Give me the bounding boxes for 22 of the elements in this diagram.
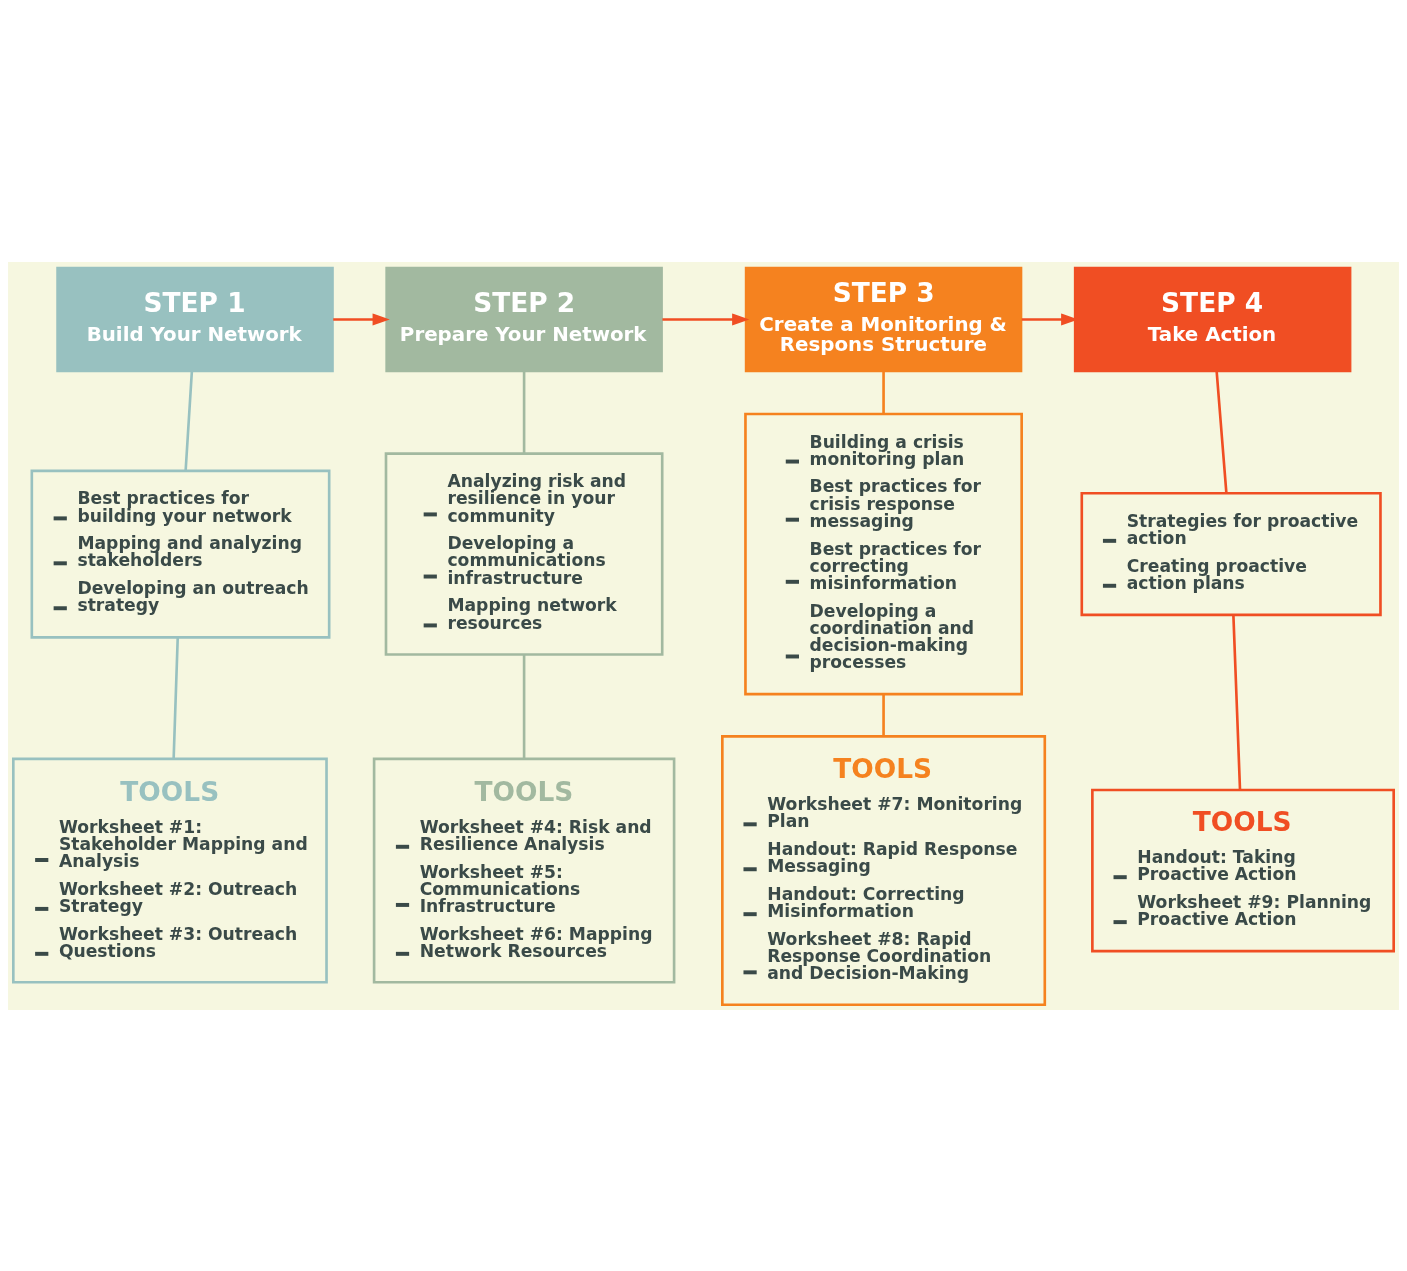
connector bbox=[882, 693, 885, 736]
node-box: Best practices for building your network Mapping and analyzing stakeholders Developing an outreach strategy bbox=[30, 469, 331, 639]
connector bbox=[184, 371, 194, 471]
node-box: STEP 3 Create a Monitoring & Respons Structure bbox=[744, 266, 1023, 372]
arrow bbox=[662, 312, 750, 325]
node-box: TOOLS Handout: Taking Proactive Action Worksheet #9: Planning Proactive Action bbox=[1091, 788, 1395, 952]
node-box: STEP 2 Prepare Your Network bbox=[385, 266, 663, 372]
connector bbox=[522, 654, 526, 759]
connector bbox=[882, 371, 885, 414]
node-box: Strategies for proactive action Creating proactive action plans bbox=[1080, 491, 1382, 616]
connector bbox=[172, 636, 180, 759]
node-box: STEP 4 Take Action bbox=[1073, 266, 1352, 372]
node-box: STEP 1 Build Your Network bbox=[56, 266, 334, 372]
node-box: Analyzing risk and resilience in your community Developing a communications infrastructure Mapping network resources bbox=[384, 451, 664, 656]
connector bbox=[1215, 371, 1228, 493]
connector bbox=[522, 371, 526, 453]
connector bbox=[1232, 614, 1242, 790]
node-box: Building a crisis monitoring plan Best practices for crisis response messaging Best practices for correcting misinformation Developing a coordination and decision-making processes bbox=[744, 412, 1023, 695]
node-box: TOOLS Worksheet #1: Stakeholder Mapping and Analysis Worksheet #2: Outreach Strategy Worksheet #3: Outreach Questions bbox=[12, 757, 328, 984]
node-box: TOOLS Worksheet #7: Monitoring Plan Handout: Rapid Response Messaging Handout: Correcting Misinformation Worksheet #8: Rapid Response Coordination and Decision-Making bbox=[721, 734, 1047, 1006]
arrow bbox=[333, 312, 390, 325]
node-box: TOOLS Worksheet #4: Risk and Resilience Analysis Worksheet #5: Communications Infrastructure Worksheet #6: Mapping Network Resources bbox=[372, 757, 676, 984]
